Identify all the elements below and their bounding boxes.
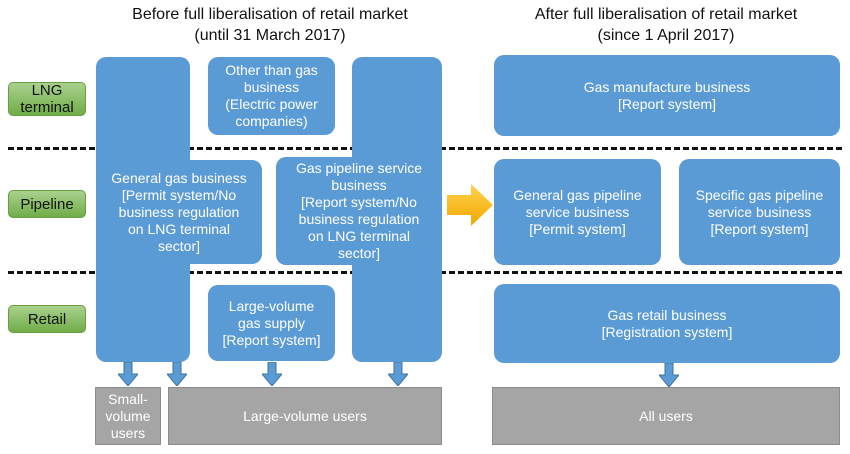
gas-retail-line: Gas retail business	[607, 306, 727, 323]
large-volume-users-box: Large-volume users	[168, 387, 442, 445]
large-volume-supply-line: gas supply	[238, 314, 305, 331]
gas-pipeline-service-line: on LNG terminal	[308, 228, 410, 244]
specific-pipeline-line: service business	[707, 203, 812, 220]
sector-label-retail: Retail	[8, 305, 86, 333]
other-than-gas-line: business	[243, 79, 300, 95]
specific-gas-pipeline-service-box: Specific gas pipeline service business […	[679, 159, 840, 265]
gas-pipeline-service-line: business	[331, 177, 387, 193]
specific-pipeline-line: Specific gas pipeline	[695, 186, 824, 203]
before-header-title: Before full liberalisation of retail mar…	[132, 6, 408, 23]
down-arrow-icon	[262, 362, 282, 386]
gas-manufacture-line: Gas manufacture business	[583, 78, 751, 95]
large-volume-gas-supply-box: Large-volume gas supply [Report system]	[208, 285, 335, 361]
gas-manufacture-business-box: Gas manufacture business [Report system]	[494, 55, 840, 136]
large-volume-supply-line: Large-volume	[228, 297, 315, 314]
general-gas-line: [Permit system/No	[121, 186, 237, 203]
down-arrow-icon	[388, 362, 408, 386]
general-gas-pipeline-service-box: General gas pipeline service business [P…	[494, 159, 661, 265]
general-gas-line: sector]	[157, 237, 200, 254]
general-pipeline-line: General gas pipeline	[513, 186, 642, 203]
down-arrow-icon	[167, 362, 187, 386]
general-gas-line: business regulation	[118, 203, 240, 220]
before-header-date: (until 31 March 2017)	[194, 27, 346, 44]
general-gas-line: General gas business	[111, 169, 247, 186]
other-than-gas-line: (Electric power	[225, 96, 318, 112]
sector-label-pipeline: Pipeline	[8, 190, 86, 218]
transition-arrow-icon	[447, 184, 493, 226]
other-than-gas-line: Other than gas	[225, 62, 318, 78]
general-gas-line: on LNG terminal	[128, 220, 230, 237]
sector-label-lng-terminal: LNG terminal	[8, 82, 86, 116]
after-header-date: (since 1 April 2017)	[597, 27, 735, 44]
all-users-box: All users	[492, 387, 840, 445]
general-pipeline-line: [Permit system]	[529, 220, 626, 237]
gas-pipeline-service-line: Gas pipeline service	[295, 160, 423, 176]
large-volume-users-label: Large-volume users	[243, 407, 367, 424]
after-header: After full liberalisation of retail mark…	[492, 4, 840, 46]
large-volume-supply-line: [Report system]	[222, 331, 321, 348]
other-than-gas-business-box: Other than gas business (Electric power …	[208, 57, 335, 135]
down-arrow-icon	[118, 362, 138, 386]
sector-label-pipeline-text: Pipeline	[20, 195, 74, 213]
other-than-gas-line: companies)	[235, 113, 308, 129]
small-volume-users-line: volume	[105, 407, 151, 424]
general-pipeline-line: service business	[525, 203, 630, 220]
gas-pipeline-service-line: [Report system/No	[301, 194, 417, 210]
sector-label-lng-line1: LNG	[31, 82, 63, 99]
down-arrow-icon	[659, 363, 679, 387]
gas-pipeline-service-line: business regulation	[298, 211, 420, 227]
sector-label-lng-line2: terminal	[20, 99, 74, 116]
gas-pipeline-service-line: sector]	[337, 245, 380, 261]
all-users-label: All users	[639, 407, 693, 424]
after-header-title: After full liberalisation of retail mark…	[534, 6, 798, 23]
gas-pipeline-service-business-box: Gas pipeline service business [Report sy…	[276, 157, 442, 265]
before-header: Before full liberalisation of retail mar…	[90, 4, 450, 46]
specific-pipeline-line: [Report system]	[710, 220, 809, 237]
small-volume-users-box: Small- volume users	[95, 387, 161, 445]
gas-retail-business-box: Gas retail business [Registration system…	[494, 284, 840, 363]
small-volume-users-line: Small-	[108, 390, 148, 407]
sector-label-retail-text: Retail	[27, 310, 67, 328]
gas-manufacture-line: [Report system]	[617, 95, 717, 112]
small-volume-users-line: users	[110, 424, 146, 441]
gas-retail-line: [Registration system]	[601, 323, 733, 340]
general-gas-business-box: General gas business [Permit system/No b…	[96, 160, 262, 264]
